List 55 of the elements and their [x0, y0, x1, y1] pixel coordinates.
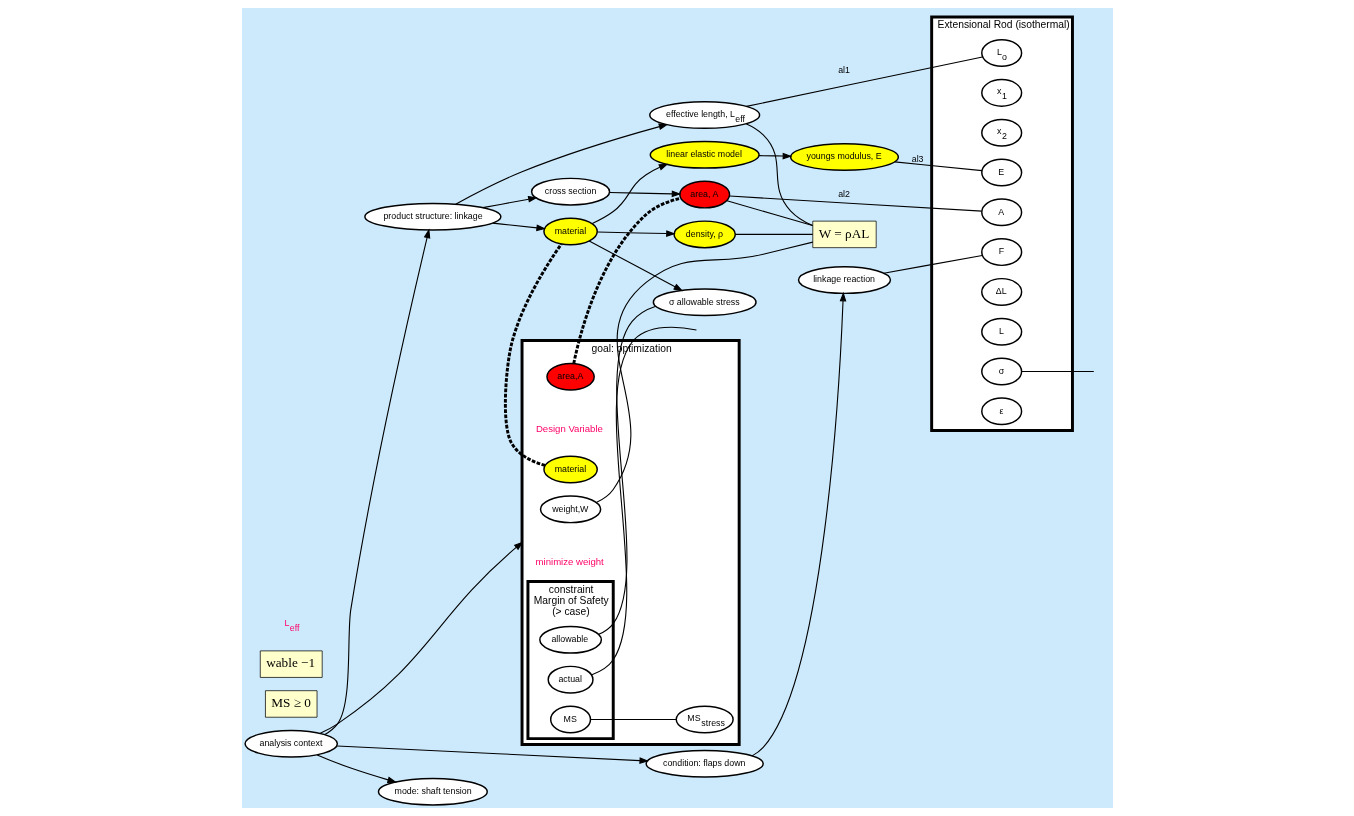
node-ellipse: σ allowable stress	[652, 288, 757, 317]
arrow	[336, 745, 649, 764]
node-label: Design Variable	[535, 423, 603, 435]
arrow	[591, 163, 668, 225]
arrow	[751, 291, 846, 757]
connector	[590, 326, 697, 676]
connector	[734, 233, 813, 235]
node-box: MS ≥ 0	[264, 690, 317, 718]
node-ellipse: L	[980, 317, 1022, 346]
connector	[893, 161, 982, 172]
connector	[728, 195, 982, 212]
node-ellipse: A	[980, 198, 1022, 227]
node-ellipse: area, A	[678, 180, 730, 209]
arrow	[319, 541, 523, 734]
arrow	[491, 222, 546, 232]
node-ellipse: MS	[549, 705, 591, 734]
node-ellipse: σ	[980, 357, 1022, 386]
connector	[1020, 370, 1094, 373]
connector	[745, 56, 983, 107]
node-ellipse: ΔL	[980, 277, 1022, 306]
node-ellipse: allowable	[538, 625, 602, 654]
connector	[882, 254, 983, 274]
edge-label: al3	[911, 153, 924, 164]
node-ellipse: ε	[980, 397, 1022, 426]
arrow	[758, 152, 792, 160]
node-ellipse: E	[980, 158, 1022, 187]
node-ellipse: product structure: linkage	[363, 202, 502, 231]
node-ellipse: condition: flaps down	[644, 749, 764, 778]
arrow	[323, 228, 430, 736]
node-ellipse: F	[980, 238, 1022, 267]
connector	[589, 718, 677, 720]
connector	[595, 241, 813, 503]
edge-label: al2	[837, 189, 850, 200]
node-box: W = ρAL	[811, 220, 877, 249]
node-label: minimize weight	[535, 555, 604, 567]
node-ellipse: analysis context	[243, 729, 338, 758]
node-ellipse: youngs modulus, E	[789, 143, 899, 171]
connector	[597, 305, 656, 635]
connector	[725, 200, 813, 226]
arrow	[588, 240, 683, 292]
node-ellipse: weight,W	[539, 495, 601, 524]
node-ellipse: linkage reaction	[797, 266, 891, 295]
node-ellipse: density, ρ	[672, 220, 736, 249]
arrow	[596, 230, 676, 237]
node-box: wable −1	[259, 650, 323, 678]
node-ellipse: cross section	[530, 177, 610, 206]
arrow	[316, 754, 397, 784]
node-ellipse: material	[542, 455, 598, 484]
node-ellipse: area,A	[545, 362, 595, 391]
arrow	[481, 196, 538, 209]
arrow	[608, 190, 681, 198]
node-ellipse: material	[542, 217, 598, 246]
connector	[744, 123, 813, 227]
node-ellipse: actual	[547, 665, 594, 694]
edge-label: al1	[837, 64, 850, 75]
